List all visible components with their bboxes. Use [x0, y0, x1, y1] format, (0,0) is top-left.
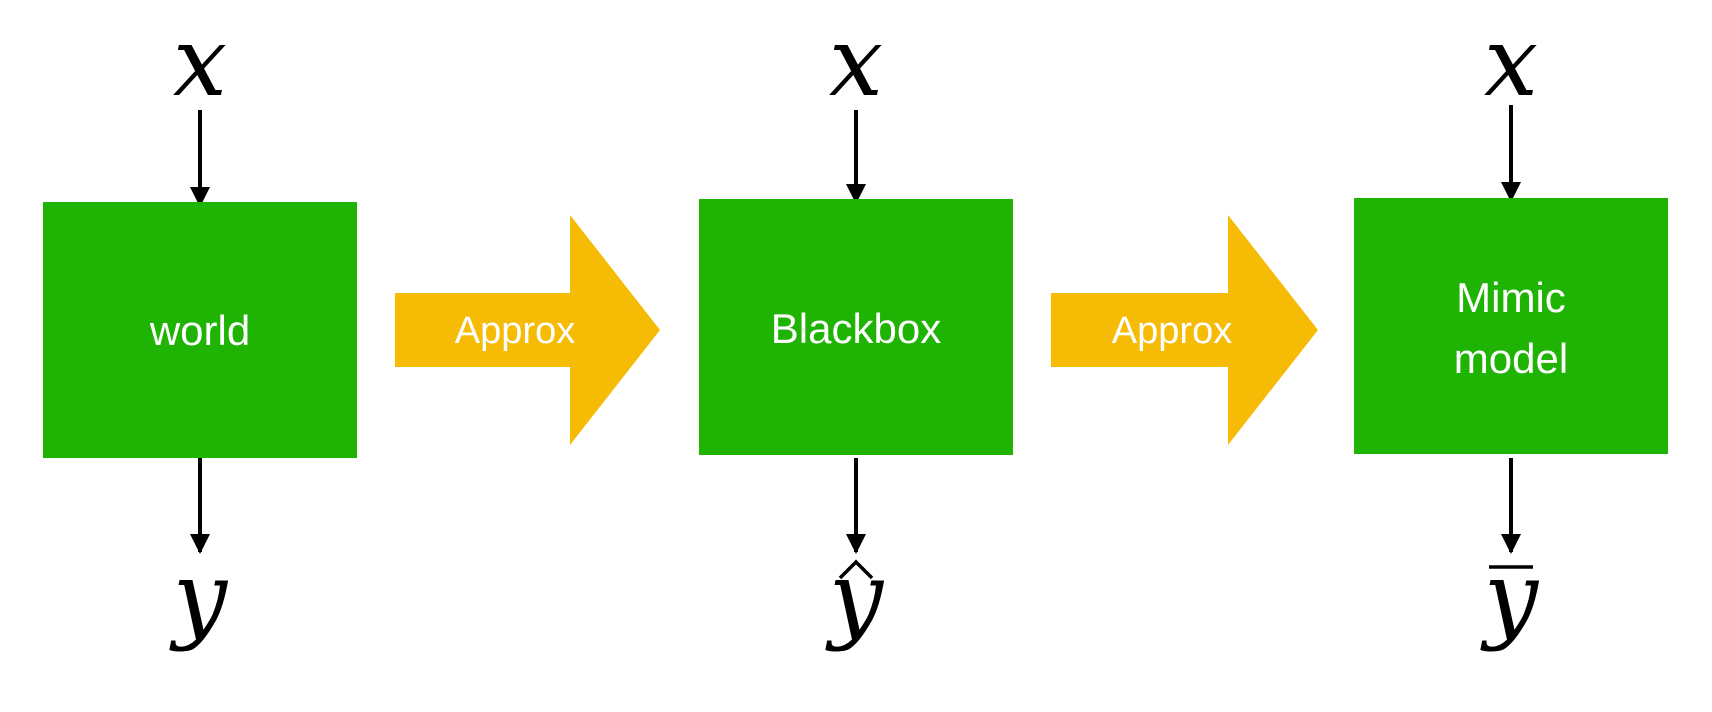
world-box-label: world	[149, 307, 250, 354]
mimic-model-label-line-1: Mimic	[1456, 274, 1566, 321]
stage-world: x world y	[43, 6, 357, 653]
hat-accent	[838, 559, 874, 580]
stage-mimic-output-symbol: y	[1480, 541, 1540, 653]
stage-blackbox-output-symbol: y	[825, 541, 885, 653]
approx-arrow-label: Approx	[1112, 310, 1232, 352]
stage-blackbox: x Blackbox y	[699, 6, 1013, 653]
mimic-model-box	[1354, 198, 1668, 454]
approx-arrow-shape	[1051, 215, 1318, 445]
approx-arrow-shape	[395, 215, 660, 445]
stage-world-output-symbol: y	[169, 541, 229, 653]
stage-world-input-symbol: x	[173, 6, 227, 118]
blackbox-box-label: Blackbox	[771, 305, 941, 352]
stage-mimic-model: x Mimic model y	[1354, 6, 1668, 653]
stage-mimic-input-symbol: x	[1484, 6, 1538, 118]
blackbox-box	[699, 199, 1013, 455]
approx-arrow-label: Approx	[455, 310, 575, 352]
approx-arrow-1: Approx	[395, 215, 660, 445]
approx-arrow-2: Approx	[1051, 215, 1318, 445]
mimic-model-label-line-2: model	[1454, 335, 1568, 382]
world-box	[43, 202, 357, 458]
stage-blackbox-input-symbol: x	[829, 6, 883, 118]
